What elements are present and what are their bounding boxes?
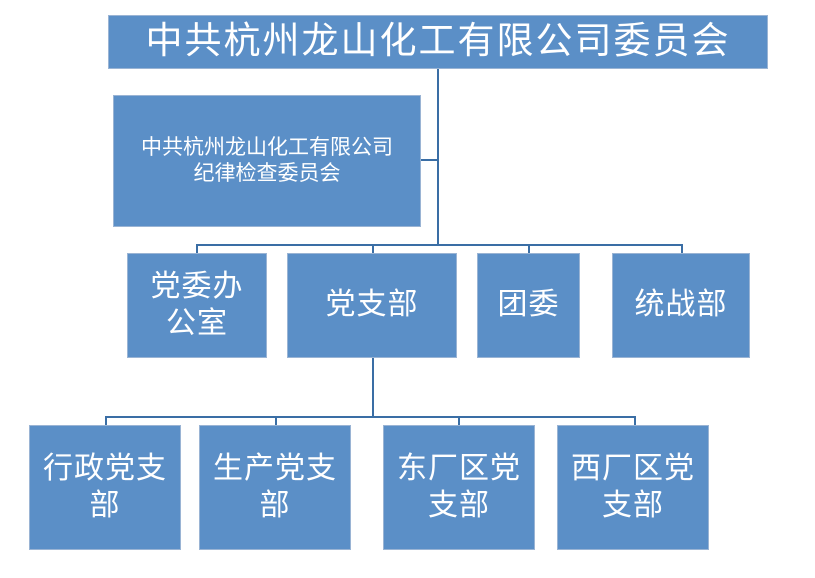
- connector-root-down: [437, 69, 439, 245]
- connector-level2-front-stem: [681, 244, 683, 254]
- node-party-office-label: 党委办公室: [150, 269, 244, 340]
- node-discipline-committee-label: 中共杭州龙山化工有限公司纪律检查委员会: [141, 135, 393, 185]
- node-production-branch-label: 生产党支部: [213, 451, 337, 522]
- node-production-branch[interactable]: 生产党支部: [199, 425, 351, 550]
- node-party-branch[interactable]: 党支部: [287, 253, 457, 358]
- connector-level2-branch-stem: [372, 244, 374, 254]
- connector-level3-bus: [105, 416, 635, 418]
- connector-level2-league-stem: [528, 244, 530, 254]
- node-west-plant-branch-label: 西厂区党支部: [571, 451, 695, 522]
- node-west-plant-branch[interactable]: 西厂区党支部: [557, 425, 709, 550]
- node-party-committee[interactable]: 中共杭州龙山化工有限公司委员会: [108, 15, 768, 69]
- connector-level3-east-stem: [458, 416, 460, 426]
- node-party-committee-label: 中共杭州龙山化工有限公司委员会: [145, 21, 731, 63]
- node-discipline-committee[interactable]: 中共杭州龙山化工有限公司纪律检查委员会: [113, 95, 421, 227]
- node-east-plant-branch-label: 东厂区党支部: [397, 451, 521, 522]
- connector-branch-down: [372, 358, 374, 417]
- node-east-plant-branch[interactable]: 东厂区党支部: [383, 425, 535, 550]
- connector-level3-admin-stem: [105, 416, 107, 426]
- node-party-branch-label: 党支部: [325, 288, 419, 322]
- node-admin-branch-label: 行政党支部: [43, 451, 167, 522]
- connector-discipline-branch: [420, 159, 438, 161]
- node-united-front-label: 统战部: [634, 288, 728, 322]
- node-united-front[interactable]: 统战部: [612, 253, 750, 358]
- node-youth-league-label: 团委: [497, 288, 560, 322]
- node-youth-league[interactable]: 团委: [477, 253, 580, 358]
- node-admin-branch[interactable]: 行政党支部: [29, 425, 181, 550]
- connector-level3-production-stem: [275, 416, 277, 426]
- connector-level3-west-stem: [634, 416, 636, 426]
- connector-level2-bus: [197, 244, 682, 246]
- connector-level2-office-stem: [196, 244, 198, 254]
- node-party-office[interactable]: 党委办公室: [127, 253, 267, 358]
